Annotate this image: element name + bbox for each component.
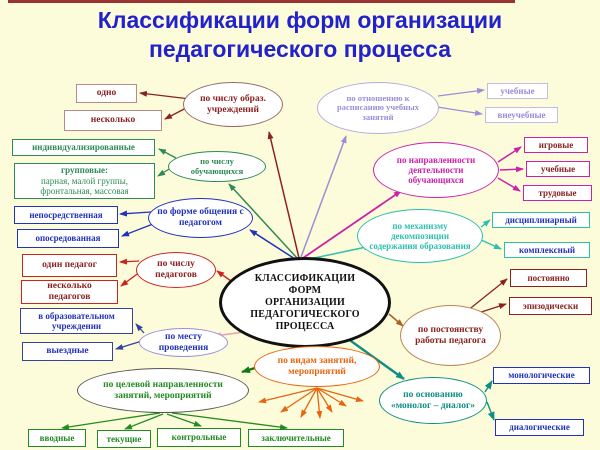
leaf-one: одно [76,84,137,103]
leaf-group-forms-text: групповые: парная, малой группы, фронтал… [15,163,154,198]
leaf-several-teachers: несколько педагогов [21,280,118,304]
leaf-final: заключительные [248,429,344,447]
leaf-control: контрольные [157,428,241,447]
branch-monolog-dialog: по основанию «монолог – диалог» [379,377,487,424]
branch-institutions-count: по числу образ. учреждений [183,82,283,127]
branch-teacher-permanence: по постоянству работы педагога [400,305,501,366]
leaf-one-teacher: один педагог [22,254,117,277]
branch-venue: по месту проведения [139,328,228,357]
central-node: КЛАССИФИКАЦИИ ФОРМ ОРГАНИЗАЦИИ ПЕДАГОГИЧ… [219,257,391,348]
branch-session-types: по видам занятий, мероприятий [254,346,380,387]
branch-schedule-relation: по отношению к расписанию учебных заняти… [317,82,439,134]
leaf-group-forms-header: групповые: [61,165,108,176]
branch-teachers-count: по числу педагогов [136,252,216,288]
leaf-individualized: индивидуализированные [12,139,155,156]
leaf-complex: комплексный [504,242,590,258]
leaf-learning: учебные [526,161,590,177]
branch-content-decomposition: по механизму декомпозиции содержания обр… [357,209,483,263]
branch-purpose: по целевой направленности занятий, мероп… [77,368,249,413]
leaf-extracurricular: внеучебные [485,107,558,123]
slide-title: Классификации форм организации педагогич… [0,6,600,64]
leaf-several: несколько [64,110,162,131]
leaf-offsite: выездные [22,342,113,361]
leaf-permanent: постоянно [510,269,587,287]
leaf-in-institution: в образовательном учреждении [20,308,133,334]
leaf-introductory: вводные [28,429,86,447]
leaf-disciplinary: дисциплинарный [492,212,590,228]
slide-title-text: Классификации форм организации педагогич… [97,7,503,62]
leaf-play: игровые [524,137,588,153]
branch-communication-form: по форме общения с педагогом [148,198,253,238]
leaf-dialogical: диалогические [495,419,584,436]
branch-activity-direction: по направленности деятельности обучающих… [373,142,499,198]
branch-learners-count: по числу обучающихся [168,151,266,182]
leaf-current: текущие [97,430,151,448]
leaf-curricular: учебные [487,83,548,99]
top-accent-line [8,0,515,3]
leaf-episodic: эпизодически [509,297,592,315]
leaf-mediated-communication: опосредованная [17,229,119,248]
leaf-monological: монологические [493,367,590,384]
leaf-direct-communication: непосредственная [14,206,118,224]
leaf-group-forms: групповые: парная, малой группы, фронтал… [14,163,155,199]
leaf-labor: трудовые [523,185,592,201]
leaf-group-forms-body: парная, малой группы, фронтальная, массо… [40,175,129,197]
